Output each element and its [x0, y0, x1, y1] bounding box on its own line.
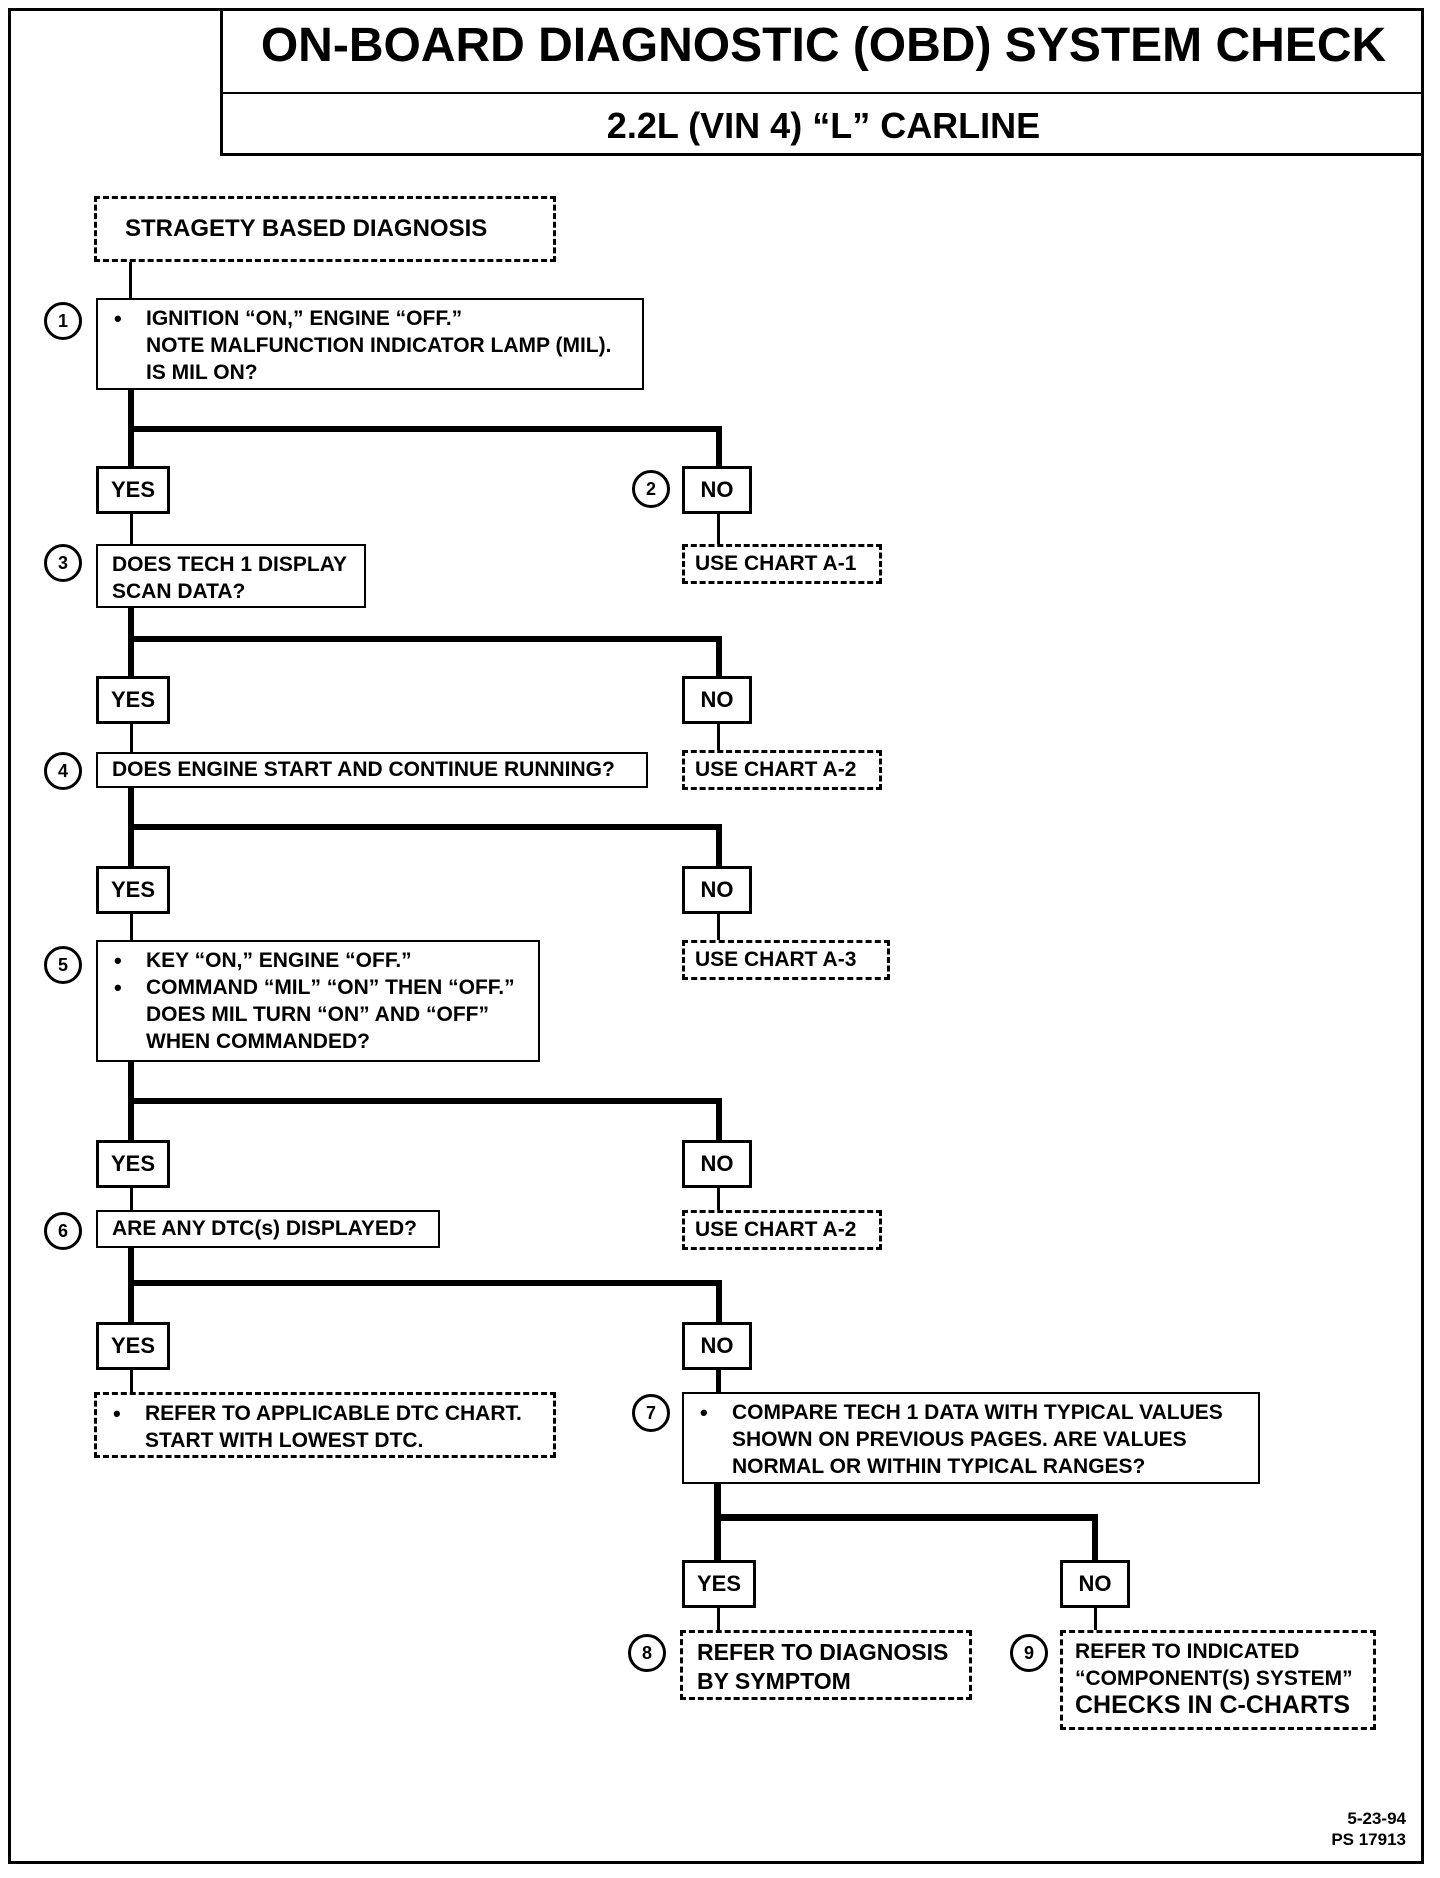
result-chart-a2-first-label: USE CHART A-2 — [695, 758, 857, 781]
start-label: STRAGETY BASED DIAGNOSIS — [125, 215, 488, 242]
result-chart-a3-label: USE CHART A-3 — [695, 948, 857, 971]
step-5-line-3: DOES MIL TURN “ON” AND “OFF” — [146, 1003, 489, 1026]
step-8-marker: 8 — [628, 1634, 666, 1672]
step-3-line-1: DOES TECH 1 DISPLAY — [112, 553, 347, 576]
result-chart-a3: USE CHART A-3 — [682, 940, 890, 980]
connector-no-to-r2 — [717, 724, 720, 752]
connector-no-to-r3 — [717, 914, 720, 942]
step-1-yes-label: YES — [96, 466, 170, 514]
result-chart-a2-second-label: USE CHART A-2 — [695, 1218, 857, 1241]
connector-no-to-r4 — [717, 1188, 720, 1212]
step-7-yes-label: YES — [682, 1560, 756, 1608]
step-6-no-label: NO — [682, 1322, 752, 1370]
step-3-box: DOES TECH 1 DISPLAY SCAN DATA? — [96, 544, 366, 608]
step-3-no-label: NO — [682, 676, 752, 724]
header-divider — [223, 92, 1424, 94]
result-chart-a2-second: USE CHART A-2 — [682, 1210, 882, 1250]
step-3-line-2: SCAN DATA? — [112, 580, 246, 603]
page-border — [8, 8, 1424, 1864]
step-7-line-1: COMPARE TECH 1 DATA WITH TYPICAL VALUES — [698, 1399, 1244, 1426]
step-4-no-label: NO — [682, 866, 752, 914]
connector-s5-no-down — [716, 1098, 722, 1140]
step-1-box: IGNITION “ON,” ENGINE “OFF.” NOTE MALFUN… — [96, 298, 644, 390]
step-1-line-1: IGNITION “ON,” ENGINE “OFF.” — [112, 305, 628, 332]
step-1-line-3: IS MIL ON? — [146, 361, 258, 384]
connector-s1-yes-to-s3 — [130, 514, 133, 548]
step-3-yes-label: YES — [96, 676, 170, 724]
start-box: STRAGETY BASED DIAGNOSIS — [94, 196, 556, 262]
step-8-box: REFER TO DIAGNOSIS BY SYMPTOM — [680, 1630, 972, 1700]
step-9-line-3: CHECKS IN C-CHARTS — [1075, 1691, 1350, 1719]
step-5-line-1: KEY “ON,” ENGINE “OFF.” — [112, 947, 524, 974]
step-5-box: KEY “ON,” ENGINE “OFF.” COMMAND “MIL” “O… — [96, 940, 540, 1062]
footer-ref: PS 17913 — [1331, 1830, 1406, 1849]
connector-s3-no-down — [716, 636, 722, 676]
step-6-box: ARE ANY DTC(s) DISPLAYED? — [96, 1210, 440, 1248]
connector-s6-branch — [128, 1280, 722, 1286]
step-1-no-label: NO — [682, 466, 752, 514]
connector-s7-branch — [714, 1514, 1098, 1521]
footer-date: 5-23-94 — [1347, 1809, 1406, 1828]
connector-s6-no-down — [716, 1280, 722, 1322]
step-1-line-2: NOTE MALFUNCTION INDICATOR LAMP (MIL). — [146, 334, 612, 357]
result-chart-a1: USE CHART A-1 — [682, 544, 882, 584]
step-4-yes-label: YES — [96, 866, 170, 914]
step-6-marker: 6 — [44, 1212, 82, 1250]
connector-start-to-s1 — [129, 262, 132, 300]
step-2-marker: 2 — [632, 470, 670, 508]
page-subtitle: 2.2L (VIN 4) “L” CARLINE — [606, 105, 1041, 146]
connector-s4-yes-to-s5 — [130, 914, 133, 942]
step-3-marker: 3 — [44, 544, 82, 582]
step-9-line-2: “COMPONENT(S) SYSTEM” — [1075, 1667, 1353, 1690]
connector-s1-branch — [128, 426, 722, 432]
step-8-line-1: REFER TO DIAGNOSIS — [697, 1639, 949, 1665]
step-6-line-1: ARE ANY DTC(s) DISPLAYED? — [112, 1217, 417, 1240]
step-9-line-1: REFER TO INDICATED — [1075, 1640, 1300, 1663]
result-chart-a1-label: USE CHART A-1 — [695, 552, 857, 575]
page-title: ON-BOARD DIAGNOSTIC (OBD) SYSTEM CHECK — [260, 19, 1387, 72]
result-dtc-line-2: START WITH LOWEST DTC. — [145, 1429, 424, 1452]
step-9-marker: 9 — [1010, 1634, 1048, 1672]
step-7-line-2: SHOWN ON PREVIOUS PAGES. ARE VALUES — [732, 1428, 1187, 1451]
connector-s7-no-down — [1092, 1514, 1098, 1560]
connector-s5-branch — [128, 1098, 722, 1104]
step-4-marker: 4 — [44, 752, 82, 790]
result-chart-a2-first: USE CHART A-2 — [682, 750, 882, 790]
header: ON-BOARD DIAGNOSTIC (OBD) SYSTEM CHECK 2… — [220, 8, 1424, 156]
step-5-marker: 5 — [44, 946, 82, 984]
step-8-line-2: BY SYMPTOM — [697, 1668, 851, 1694]
step-4-box: DOES ENGINE START AND CONTINUE RUNNING? — [96, 752, 648, 788]
step-7-box: COMPARE TECH 1 DATA WITH TYPICAL VALUES … — [682, 1392, 1260, 1484]
connector-s5-yes-to-s6 — [130, 1188, 133, 1212]
connector-s6-no-to-s7 — [716, 1370, 721, 1394]
step-1-marker: 1 — [44, 302, 82, 340]
result-dtc-chart: REFER TO APPLICABLE DTC CHART. START WIT… — [94, 1392, 556, 1458]
step-4-line-1: DOES ENGINE START AND CONTINUE RUNNING? — [112, 758, 615, 781]
step-5-line-4: WHEN COMMANDED? — [146, 1030, 370, 1053]
step-7-no-label: NO — [1060, 1560, 1130, 1608]
connector-s7-down — [714, 1484, 721, 1560]
footer-reference: 5-23-94 PS 17913 — [1331, 1808, 1406, 1850]
connector-s4-no-down — [716, 824, 722, 866]
result-dtc-line-1: REFER TO APPLICABLE DTC CHART. — [111, 1400, 539, 1427]
step-5-yes-label: YES — [96, 1140, 170, 1188]
connector-s7-yes-to-s8 — [717, 1608, 720, 1630]
step-7-marker: 7 — [632, 1394, 670, 1432]
connector-s3-branch — [128, 636, 722, 642]
step-7-line-3: NORMAL OR WITHIN TYPICAL RANGES? — [732, 1455, 1146, 1478]
connector-no-to-s9 — [1094, 1608, 1097, 1630]
step-5-no-label: NO — [682, 1140, 752, 1188]
connector-s4-branch — [128, 824, 722, 830]
step-9-box: REFER TO INDICATED “COMPONENT(S) SYSTEM”… — [1060, 1630, 1376, 1730]
connector-s6-yes-to-dtc — [130, 1370, 133, 1392]
step-5-line-2: COMMAND “MIL” “ON” THEN “OFF.” — [112, 974, 524, 1001]
connector-s3-down — [128, 608, 134, 676]
connector-s2-to-r1 — [717, 514, 720, 544]
connector-s1-no-down — [716, 426, 722, 466]
connector-s3-yes-to-s4 — [130, 724, 133, 754]
step-6-yes-label: YES — [96, 1322, 170, 1370]
